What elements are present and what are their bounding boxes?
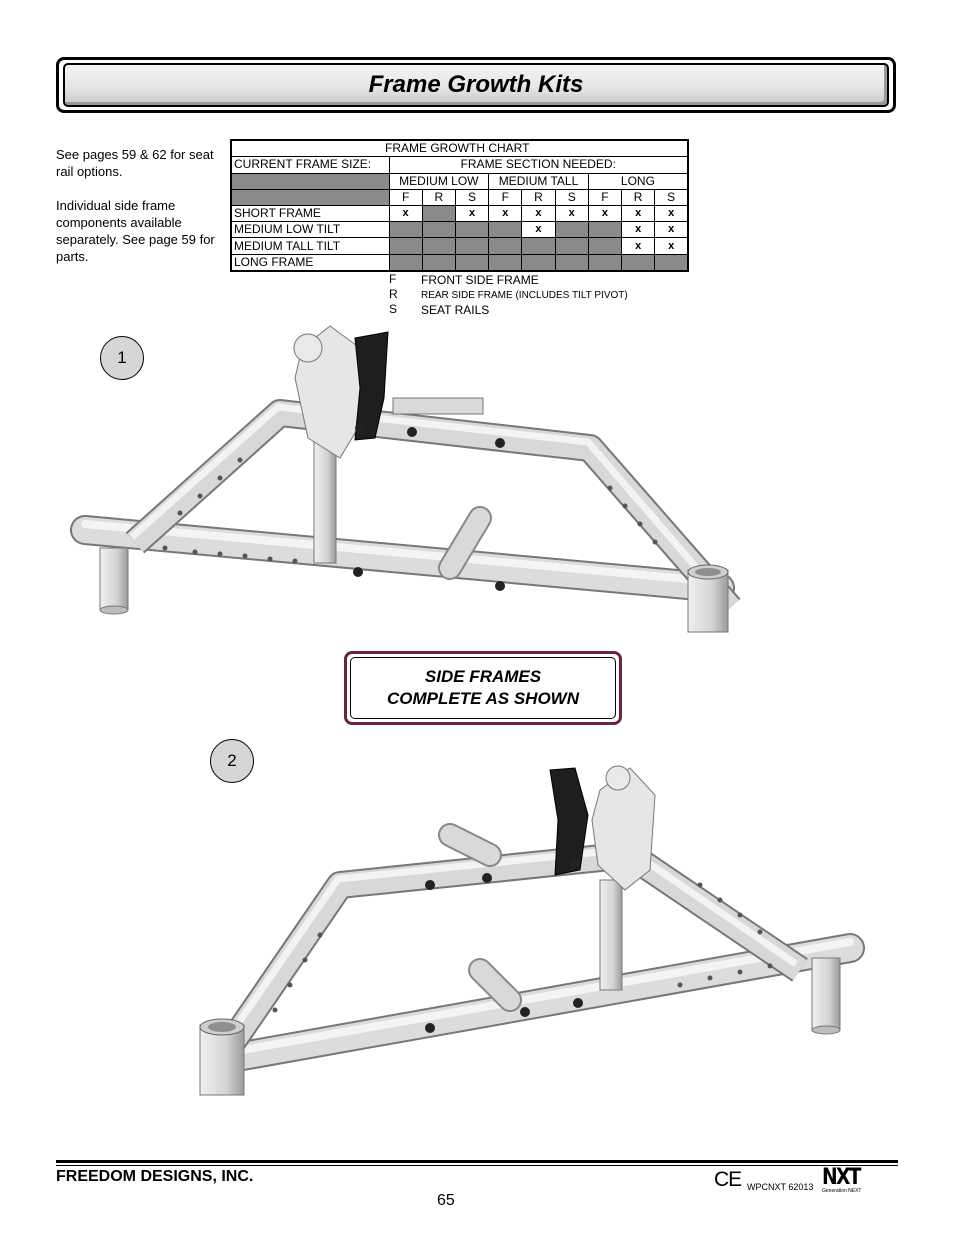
table-row: SHORT FRAME x x x x x x x x — [230, 204, 689, 223]
chart-cell: x — [388, 204, 423, 223]
chart-cell: x — [654, 221, 689, 239]
nxt-logo-word: NXT — [822, 1165, 861, 1190]
chart-cell — [388, 221, 423, 239]
company-name: FREEDOM DESIGNS, INC. — [56, 1168, 254, 1185]
chart-cell — [454, 237, 490, 255]
chart-cell — [587, 253, 623, 272]
chart-cell — [488, 221, 523, 239]
row-header: CURRENT FRAME SIZE: — [230, 156, 390, 174]
chart-cell: x — [621, 204, 656, 223]
chart-cell: x — [621, 237, 656, 255]
chart-cell — [454, 221, 490, 239]
chart-cell — [488, 253, 523, 272]
subcol: R — [621, 188, 656, 206]
title-banner-inner: Frame Growth Kits — [63, 63, 889, 107]
note-seat-rail: See pages 59 & 62 for seat rail options. — [56, 147, 214, 179]
subcol: F — [388, 188, 423, 206]
chart-cell — [454, 253, 490, 272]
chart-cell — [421, 253, 456, 272]
chart-cell: x — [454, 204, 490, 223]
callout-line-1: SIDE FRAMES — [424, 667, 542, 686]
chart-cell: x — [554, 204, 589, 223]
side-frame-illustration-2 — [199, 765, 865, 1096]
chart-cell — [521, 237, 556, 255]
nxt-logo-sub: Generation NEXT — [822, 1188, 862, 1194]
subcol: F — [587, 188, 623, 206]
chart-cell: x — [488, 204, 523, 223]
corner-shade — [230, 172, 390, 190]
group-long: LONG — [587, 172, 689, 190]
table-row: MEDIUM LOW TILT x x x — [230, 221, 689, 239]
chart-cell — [554, 237, 589, 255]
subcol: S — [654, 188, 689, 206]
ce-mark-icon: CE — [714, 1168, 742, 1191]
subcol: S — [554, 188, 589, 206]
side-notes: See pages 59 & 62 for seat rail options.… — [56, 146, 216, 282]
group-medium-tall: MEDIUM TALL — [488, 172, 589, 190]
figure-badge-1: 1 — [100, 336, 144, 380]
footer-rule-thin — [56, 1165, 898, 1166]
document-code: WPCNXT 62013 — [747, 1182, 814, 1192]
chart-cell — [521, 253, 556, 272]
subcol: R — [521, 188, 556, 206]
chart-cell — [421, 204, 456, 223]
figure-badge-2: 2 — [210, 739, 254, 783]
page-number: 65 — [437, 1192, 455, 1209]
side-frames-callout: SIDE FRAMES COMPLETE AS SHOWN — [344, 651, 622, 725]
chart-cell — [654, 253, 689, 272]
legend-key: F — [389, 272, 397, 286]
table-row: LONG FRAME — [230, 253, 689, 272]
chart-cell — [554, 253, 589, 272]
legend-key: R — [389, 287, 398, 301]
row-label: MEDIUM TALL TILT — [230, 237, 390, 255]
row-label: MEDIUM LOW TILT — [230, 221, 390, 239]
legend-key: S — [389, 302, 398, 316]
chart-cell — [421, 237, 456, 255]
side-frame-illustration-1 — [70, 325, 741, 633]
footer-rule — [56, 1160, 898, 1163]
chart-title-text: FRAME GROWTH CHART — [385, 141, 530, 155]
corner-shade — [230, 188, 390, 206]
chart-cell: x — [621, 221, 656, 239]
chart-cell — [587, 237, 623, 255]
table-row: MEDIUM TALL TILT x x — [230, 237, 689, 255]
group-medium-low: MEDIUM LOW — [388, 172, 490, 190]
chart-cell — [421, 221, 456, 239]
chart-cell: x — [521, 221, 556, 239]
chart-cell — [587, 221, 623, 239]
col-header: FRAME SECTION NEEDED: — [388, 156, 689, 174]
chart-cell — [488, 237, 523, 255]
row-label: LONG FRAME — [230, 253, 390, 272]
page-title: Frame Growth Kits — [368, 71, 584, 98]
chart-cell — [388, 253, 423, 272]
nxt-logo: NXT Generation NEXT — [822, 1165, 866, 1195]
subcol: S — [454, 188, 490, 206]
subcol: R — [421, 188, 456, 206]
legend-value: FRONT SIDE FRAME — [421, 273, 539, 287]
chart-cell — [388, 237, 423, 255]
subcol: F — [488, 188, 523, 206]
chart-cell: x — [654, 204, 689, 223]
chart-cell — [554, 221, 589, 239]
callout-inner: SIDE FRAMES COMPLETE AS SHOWN — [350, 657, 616, 719]
legend-value: SEAT RAILS — [421, 303, 490, 317]
row-label: SHORT FRAME — [230, 204, 390, 223]
frame-growth-chart: CURRENT FRAME SIZE: FRAME SECTION NEEDED… — [230, 139, 689, 272]
note-components: Individual side frame components availab… — [56, 198, 215, 264]
callout-line-2: COMPLETE AS SHOWN — [386, 689, 580, 708]
chart-cell: x — [654, 237, 689, 255]
chart-cell: x — [587, 204, 623, 223]
chart-cell: x — [521, 204, 556, 223]
title-banner: Frame Growth Kits — [56, 57, 896, 113]
chart-cell — [621, 253, 656, 272]
legend-value: REAR SIDE FRAME (INCLUDES TILT PIVOT) — [421, 290, 628, 301]
